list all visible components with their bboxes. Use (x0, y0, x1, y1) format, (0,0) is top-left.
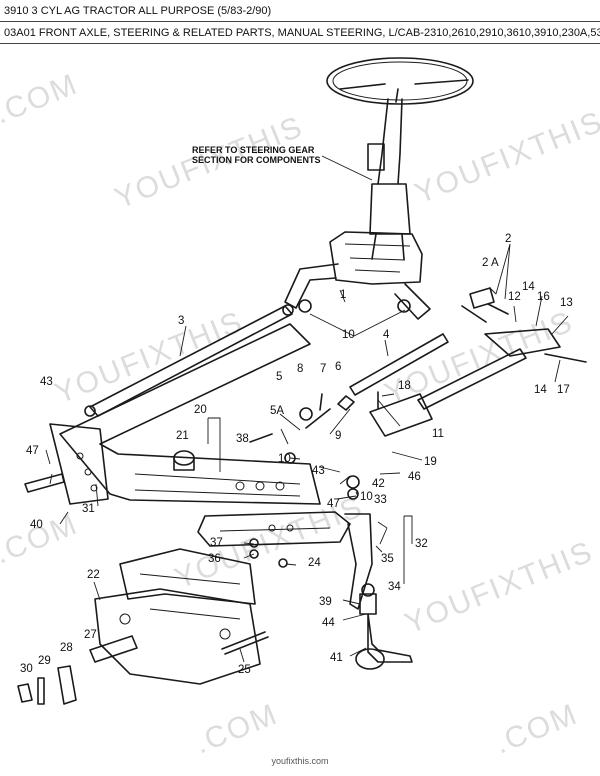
front-support (94, 548, 261, 685)
callout: 10 (360, 491, 373, 503)
callout: 46 (408, 471, 421, 483)
callout: 12 (508, 291, 521, 303)
footer-text: youfixthis.com (271, 756, 329, 766)
watermark-com: .COM (190, 698, 282, 754)
callout: 5 (276, 371, 282, 383)
callout: 37 (210, 537, 223, 549)
callout: 9 (335, 430, 341, 442)
watermark-com: .COM (0, 68, 83, 131)
callout: 14 (522, 281, 535, 293)
callout: 36 (208, 553, 221, 565)
callout: 38 (236, 433, 249, 445)
callout: 5A (270, 405, 284, 417)
callout: 14 (534, 384, 547, 396)
callout: 47 (327, 498, 340, 510)
callout: 42 (372, 478, 385, 490)
leader-lines (45, 243, 569, 663)
callout: 25 (238, 664, 251, 676)
callout: 17 (557, 384, 570, 396)
callout: 8 (297, 363, 303, 375)
callout: 39 (319, 596, 332, 608)
callout: 1 (340, 289, 346, 301)
callout: 34 (388, 581, 401, 593)
callout: 43 (312, 465, 325, 477)
callout: 47 (26, 445, 39, 457)
callout: 2 A (482, 257, 499, 269)
callout: 32 (415, 538, 428, 550)
callout: 21 (176, 430, 189, 442)
hardware (17, 287, 587, 705)
callout: 2 (505, 233, 511, 245)
callout: 24 (308, 557, 321, 569)
callout: 31 (82, 503, 95, 515)
watermark-text: YOUFIXTHIS (410, 105, 600, 211)
callout: 29 (38, 655, 51, 667)
tie-rod (349, 328, 561, 437)
callout: 22 (87, 569, 100, 581)
watermark-com: .COM (0, 508, 83, 571)
callout-labels: 1 2 2 A 3 4 5 5A 6 7 8 9 10 10 10 11 12 … (20, 233, 573, 676)
watermark-text: YOUFIXTHIS (380, 305, 578, 411)
steering-gear-box (284, 231, 431, 320)
callout: 18 (398, 380, 411, 392)
callout: 41 (330, 652, 343, 664)
callout: 35 (381, 553, 394, 565)
callout: 13 (560, 297, 573, 309)
page-title: 3910 3 CYL AG TRACTOR ALL PURPOSE (5/83-… (0, 0, 600, 22)
steering-wheel (326, 57, 474, 105)
drag-link (84, 304, 294, 417)
watermark-text: YOUFIXTHIS (400, 535, 598, 641)
callout: 3 (178, 315, 184, 327)
callout: 20 (194, 404, 207, 416)
note-text: REFER TO STEERING GEAR (192, 145, 315, 155)
callout: 4 (383, 329, 390, 341)
callout: 44 (322, 617, 335, 629)
section-title: 03A01 FRONT AXLE, STEERING & RELATED PAR… (0, 22, 600, 44)
callout: 43 (40, 376, 53, 388)
callout: 10 (278, 453, 291, 465)
axle-extension (197, 511, 373, 610)
parts-diagram: YOUFIXTHIS YOUFIXTHIS YOUFIXTHIS YOUFIXT… (0, 57, 600, 754)
spindle (355, 593, 413, 670)
callout: 28 (60, 642, 73, 654)
watermark-com: .COM (490, 698, 582, 754)
callout: 6 (335, 361, 341, 373)
callout: 16 (537, 291, 550, 303)
callout: 40 (30, 519, 43, 531)
note-text: SECTION FOR COMPONENTS (192, 155, 321, 165)
callout: 11 (432, 428, 444, 440)
steering-column (367, 98, 411, 260)
callout: 19 (424, 456, 437, 468)
callout: 33 (374, 494, 387, 506)
callout: 30 (20, 663, 33, 675)
callout: 7 (320, 363, 326, 375)
callout: 10 (342, 329, 355, 341)
steering-gear-note: REFER TO STEERING GEAR SECTION FOR COMPO… (192, 145, 373, 181)
callout: 27 (84, 629, 97, 641)
